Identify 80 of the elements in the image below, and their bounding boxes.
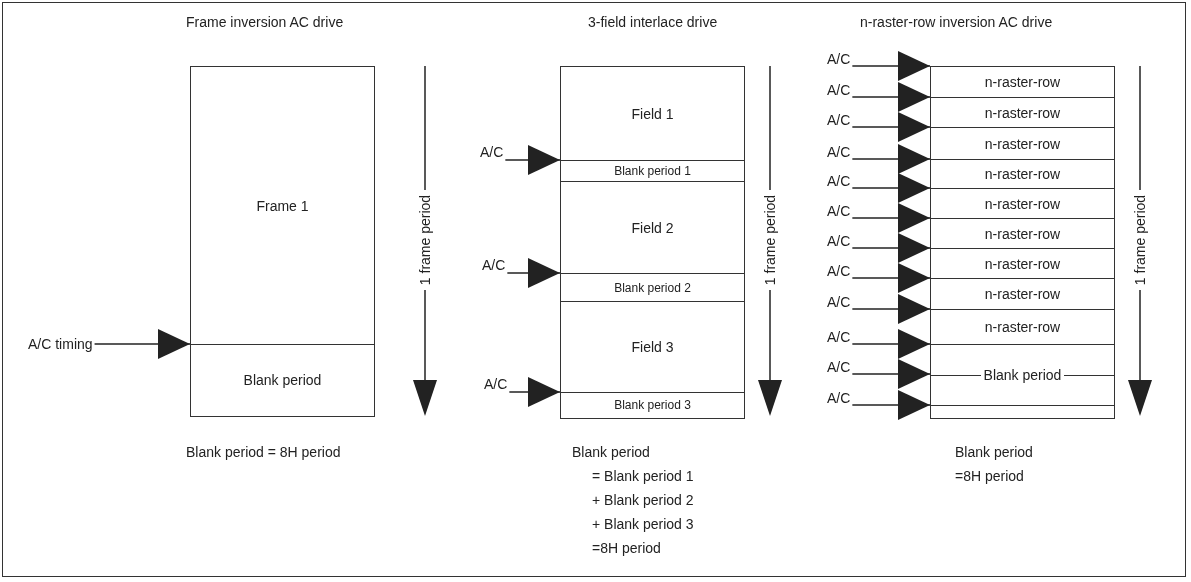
- period-row: [930, 218, 1115, 250]
- period-row: [930, 344, 1115, 407]
- arrow: [508, 377, 561, 407]
- arrow: [851, 233, 931, 263]
- note-text: Blank period: [955, 443, 1033, 461]
- period-row: [930, 159, 1115, 190]
- period-row: [560, 181, 745, 275]
- row-label: n-raster-row: [984, 195, 1061, 212]
- timing-label: A/C: [482, 254, 506, 276]
- period-row: [930, 188, 1115, 220]
- row-label: Field 2: [631, 219, 674, 236]
- period-row: [560, 273, 745, 303]
- row-label: n-raster-row: [984, 225, 1061, 242]
- row-label: n-raster-row: [984, 104, 1061, 121]
- row-label: Field 3: [631, 339, 674, 356]
- arrow: [851, 263, 931, 293]
- arrow: [851, 329, 931, 359]
- period-row: [560, 160, 745, 183]
- timing-label: A/C: [827, 48, 851, 70]
- period-row: [560, 66, 745, 162]
- timing-label: A/C: [827, 230, 851, 252]
- row-label: Blank period: [980, 367, 1065, 384]
- period-row: [930, 278, 1115, 311]
- arrow: [851, 82, 931, 112]
- row-label: Blank period 1: [614, 164, 691, 179]
- period-row: [930, 66, 1115, 99]
- row-label: n-raster-row: [984, 255, 1061, 272]
- timing-label: A/C: [827, 170, 851, 192]
- row-label: n-raster-row: [984, 319, 1061, 336]
- timing-label: A/C: [827, 387, 851, 409]
- timing-label: A/C: [827, 200, 851, 222]
- row-label: n-raster-row: [984, 135, 1061, 152]
- arrow: [851, 173, 931, 203]
- period-row: [930, 309, 1115, 346]
- note-text: + Blank period 3: [592, 515, 694, 533]
- row-label: n-raster-row: [984, 166, 1061, 183]
- timing-label: A/C: [827, 79, 851, 101]
- arrow: [851, 144, 931, 174]
- panel-title: 3-field interlace drive: [588, 13, 718, 31]
- empty-row: [930, 405, 1115, 419]
- row-label: Frame 1: [256, 197, 309, 214]
- period-row: [560, 301, 745, 394]
- period-row: [930, 97, 1115, 129]
- arrow: [851, 112, 931, 142]
- arrow: [93, 329, 191, 359]
- arrow: [851, 359, 931, 389]
- row-label: Field 1: [631, 105, 674, 122]
- timing-label: A/C: [827, 291, 851, 313]
- period-row: [930, 248, 1115, 280]
- note-text: =8H period: [592, 539, 661, 557]
- panel-title: n-raster-row inversion AC drive: [860, 13, 1053, 31]
- period-row: [190, 344, 375, 417]
- row-label: n-raster-row: [984, 74, 1061, 91]
- timing-label: A/C: [827, 326, 851, 348]
- timing-label: A/C: [480, 141, 504, 163]
- timing-label: A/C timing: [28, 333, 93, 355]
- note-text: = Blank period 1: [592, 467, 694, 485]
- arrow: [851, 390, 931, 420]
- arrow: [851, 203, 931, 233]
- row-label: n-raster-row: [984, 286, 1061, 303]
- note-text: Blank period = 8H period: [186, 443, 341, 461]
- timing-label: A/C: [827, 260, 851, 282]
- panel-title: Frame inversion AC drive: [186, 13, 344, 31]
- arrow: [851, 294, 931, 324]
- row-label: Blank period 2: [614, 280, 691, 295]
- period-row: [190, 66, 375, 346]
- arrow: [504, 145, 561, 175]
- timing-label: A/C: [484, 373, 508, 395]
- note-text: + Blank period 2: [592, 491, 694, 509]
- timing-label: A/C: [827, 141, 851, 163]
- arrow: [851, 51, 931, 81]
- row-label: Blank period 3: [614, 398, 691, 413]
- period-row: [560, 392, 745, 419]
- arrow: [506, 258, 561, 288]
- period-row: [930, 127, 1115, 161]
- timing-label: A/C: [827, 356, 851, 378]
- note-text: Blank period: [572, 443, 650, 461]
- timing-label: A/C: [827, 109, 851, 131]
- note-text: =8H period: [955, 467, 1024, 485]
- row-label: Blank period: [243, 372, 322, 389]
